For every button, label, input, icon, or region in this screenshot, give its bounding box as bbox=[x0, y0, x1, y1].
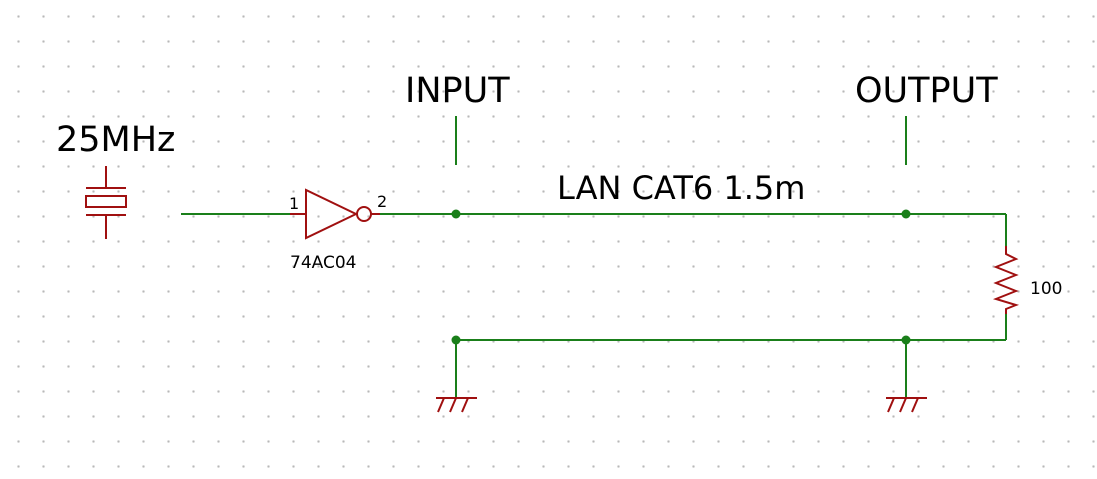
junction-ground-right bbox=[901, 335, 911, 345]
junction-output bbox=[901, 209, 911, 219]
cable-label: LAN CAT6 1.5m bbox=[557, 169, 805, 207]
ground-icon-right bbox=[886, 397, 927, 413]
inverter-pin-in-label: 1 bbox=[289, 194, 299, 213]
ground-icon-left bbox=[436, 397, 477, 413]
output-label: OUTPUT bbox=[855, 71, 998, 111]
crystal-frequency-label: 25MHz bbox=[56, 120, 175, 160]
junction-ground-left bbox=[451, 335, 461, 345]
inverter-part-label: 74AC04 bbox=[290, 253, 356, 273]
junctions bbox=[451, 209, 911, 345]
inverter-pin-out-label: 2 bbox=[377, 192, 387, 211]
crystal-icon bbox=[85, 166, 127, 239]
resistor-value-label: 100 bbox=[1030, 279, 1062, 299]
inverter-icon bbox=[290, 188, 380, 240]
input-label: INPUT bbox=[405, 71, 510, 111]
resistor-icon bbox=[992, 246, 1020, 314]
junction-input bbox=[451, 209, 461, 219]
